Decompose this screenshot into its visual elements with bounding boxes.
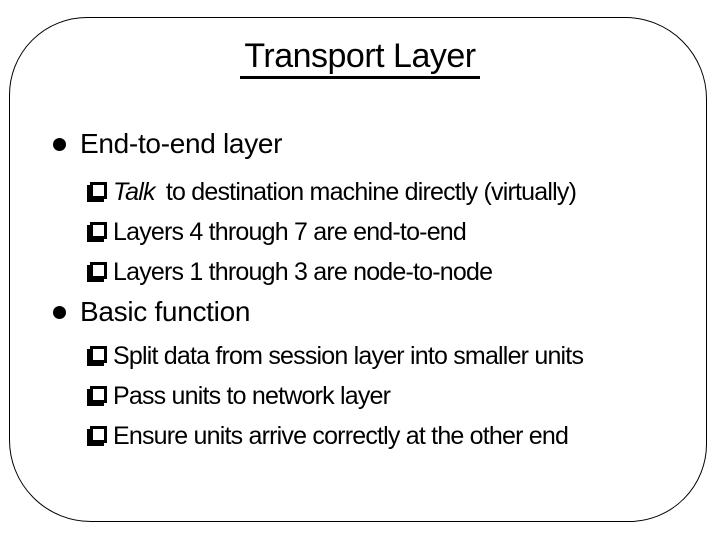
checkbox-bullet-icon [90, 261, 107, 279]
checkbox-bullet-icon [90, 221, 107, 239]
filled-circle-bullet-icon [53, 305, 66, 319]
bullet-item-line: Layers 4 through 7 are end-to-end [90, 214, 467, 250]
checkbox-bullet-icon [90, 425, 107, 443]
section-heading: Basic function [80, 296, 251, 327]
bullet-item-text: Layers 4 through 7 are end-to-end [113, 217, 467, 246]
section-heading-line: End-to-end layer [53, 126, 283, 162]
bullet-item-text: Pass units to network layer [113, 381, 391, 410]
bullet-item-line: Ensure units arrive correctly at the oth… [90, 418, 569, 454]
bullet-item-line: Split data from session layer into small… [90, 338, 584, 374]
checkbox-bullet-icon [90, 181, 107, 199]
checkbox-bullet-icon [90, 345, 107, 363]
section-heading-line: Basic function [53, 294, 250, 330]
section-heading: End-to-end layer [80, 128, 283, 159]
filled-circle-bullet-icon [53, 137, 66, 151]
bullet-item-line: Layers 1 through 3 are node-to-node [90, 254, 493, 290]
checkbox-bullet-icon [90, 385, 107, 403]
bullet-item-line: Talk to destination machine directly (vi… [90, 174, 577, 210]
bullet-item-text: Ensure units arrive correctly at the oth… [113, 421, 569, 450]
bullet-item-text: Layers 1 through 3 are node-to-node [113, 257, 493, 286]
title-area: Transport Layer [0, 38, 720, 79]
slide-title: Transport Layer [240, 38, 480, 79]
bullet-item-text: Talk to destination machine directly (vi… [113, 177, 577, 207]
bullet-item-line: Pass units to network layer [90, 378, 391, 414]
bullet-item-text: Split data from session layer into small… [113, 341, 584, 370]
emphasized-word: Talk [113, 177, 156, 206]
bullet-item-text-rest: to destination machine directly (virtual… [159, 177, 577, 206]
slide-border-frame [9, 17, 707, 522]
